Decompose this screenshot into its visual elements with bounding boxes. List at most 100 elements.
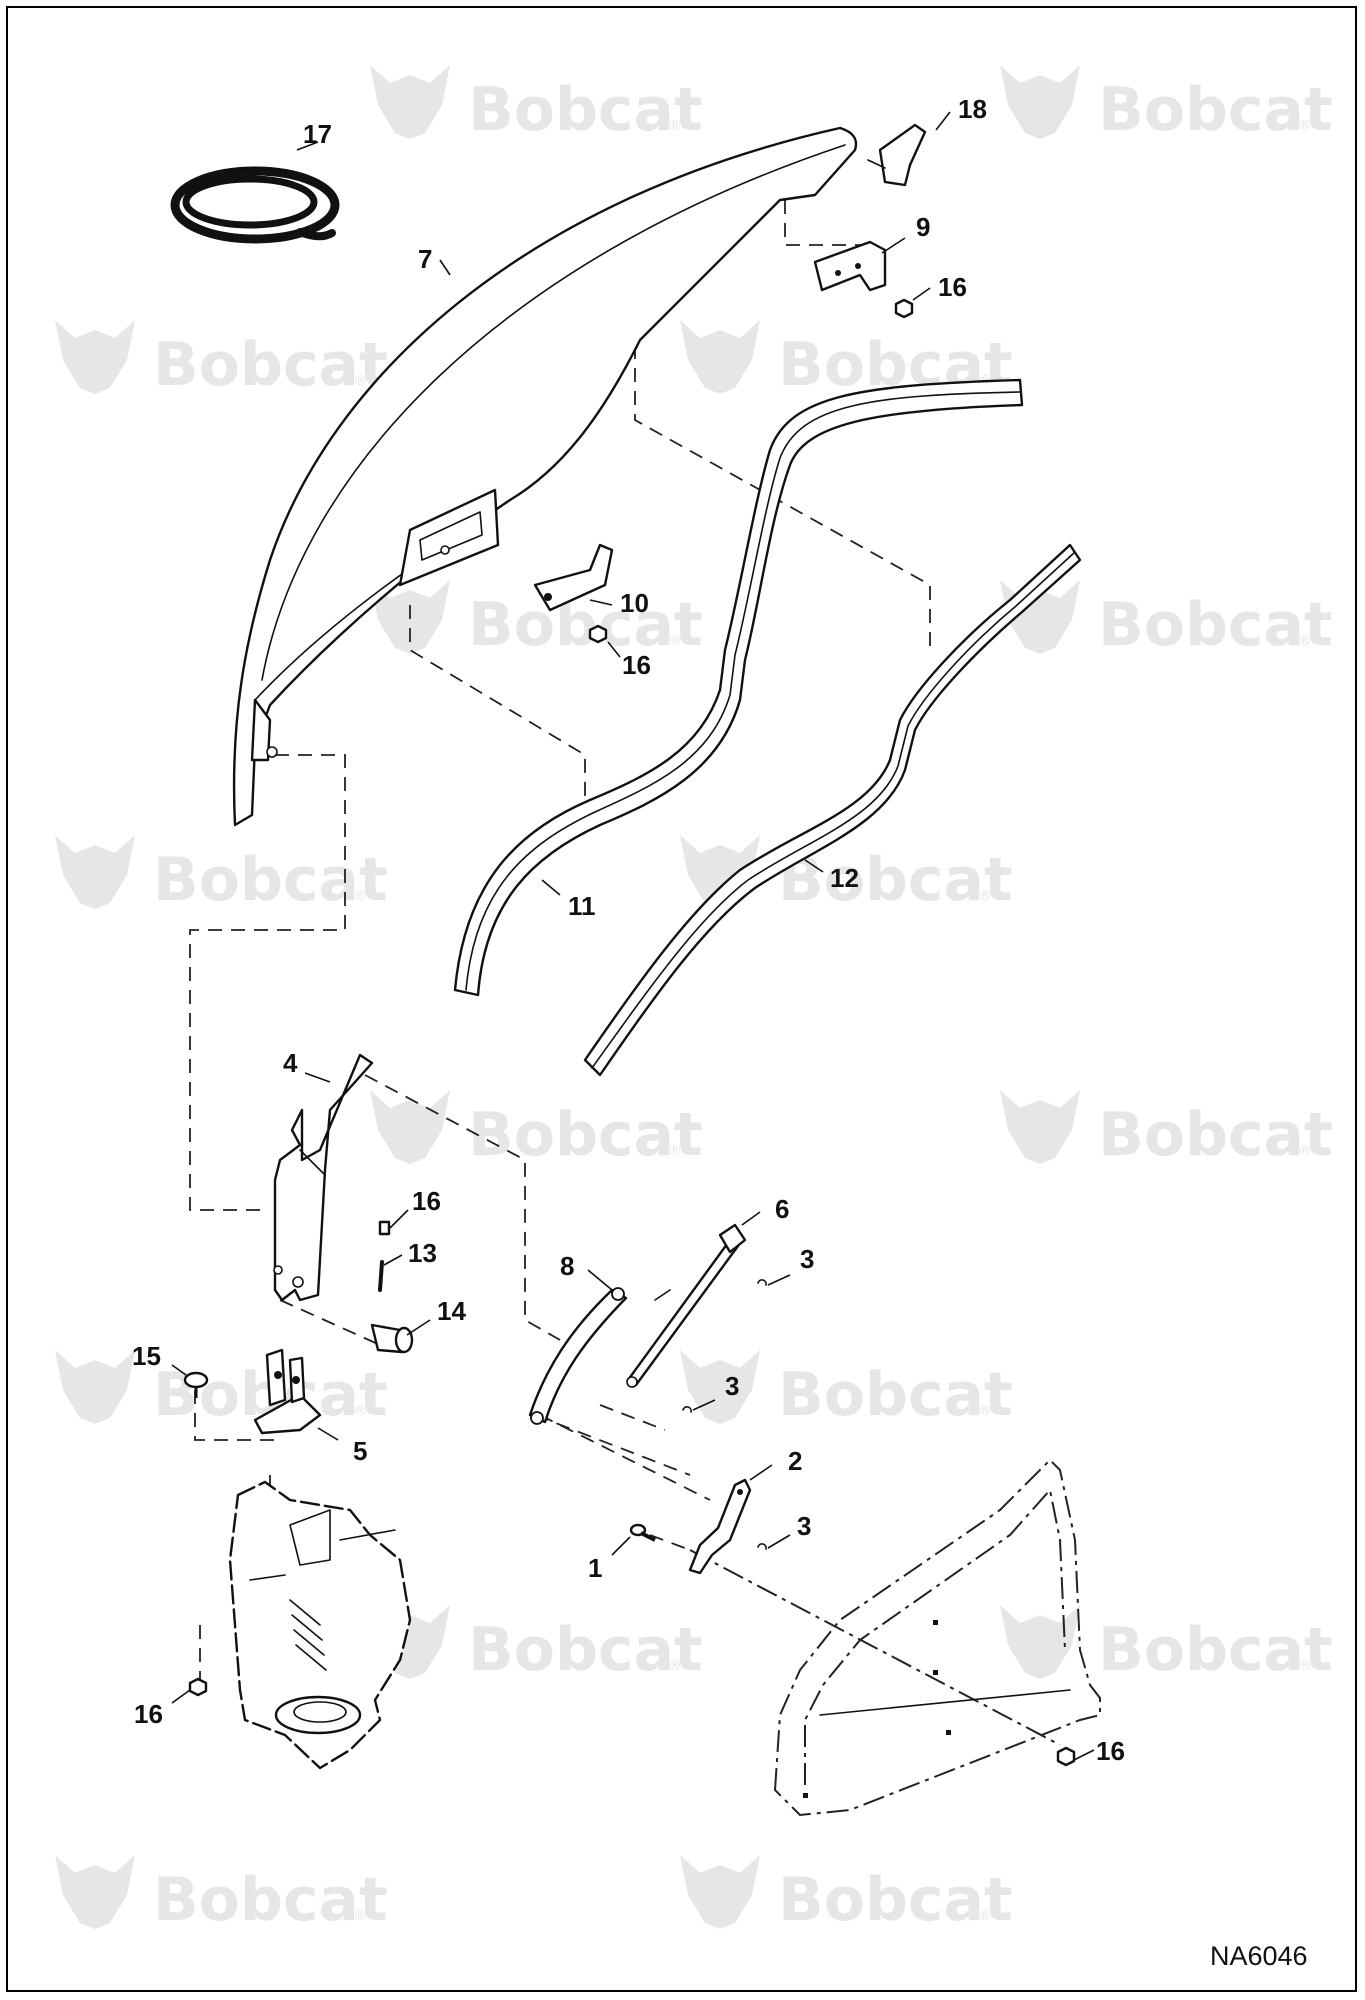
gas-strut-part-6 — [626, 1223, 747, 1388]
callout-11: 11 — [568, 891, 596, 921]
callout-layer: 1 2 3 3 3 4 5 6 7 8 9 10 11 12 13 14 15 … — [132, 94, 1125, 1766]
callout-17: 17 — [303, 119, 332, 149]
watermark-text: Bobcat — [468, 75, 703, 145]
callout-12: 12 — [830, 863, 859, 893]
registered-mark: ® — [978, 888, 992, 904]
registered-mark: ® — [1298, 118, 1312, 134]
bobcat-watermark: Bobcat® — [55, 1855, 388, 1935]
registered-mark: ® — [353, 888, 367, 904]
hinge-base-part-5 — [253, 1348, 322, 1435]
bobcat-logo-icon — [55, 320, 135, 394]
callout-16d: 16 — [134, 1699, 163, 1729]
callout-13: 13 — [408, 1238, 437, 1268]
bobcat-watermark: Bobcat® — [370, 65, 703, 145]
bobcat-logo-icon — [55, 835, 135, 909]
watermark-text: Bobcat — [778, 1865, 1013, 1935]
watermark-text: Bobcat — [468, 1615, 703, 1685]
registered-mark: ® — [1298, 1143, 1312, 1159]
bobcat-watermark: Bobcat® — [55, 1350, 388, 1430]
clip-part-3-middle — [682, 1406, 692, 1413]
bobcat-logo-icon — [55, 1855, 135, 1929]
bobcat-watermark: Bobcat® — [1000, 1605, 1333, 1685]
registered-mark: ® — [978, 1403, 992, 1419]
callout-1: 1 — [588, 1553, 602, 1583]
bobcat-logo-icon — [680, 1350, 760, 1424]
bobcat-watermark: Bobcat® — [55, 835, 388, 915]
callout-16c: 16 — [412, 1186, 441, 1216]
hinge-arm-part-4 — [273, 1053, 374, 1302]
registered-mark: ® — [668, 118, 682, 134]
callout-6: 6 — [775, 1194, 789, 1224]
registered-mark: ® — [1298, 1658, 1312, 1674]
diagram-frame — [6, 6, 1357, 1992]
nut-part-16-hinge — [378, 1220, 391, 1236]
bushing-part-14 — [370, 1323, 414, 1354]
watermark-text: Bobcat — [153, 330, 388, 400]
bobcat-logo-icon — [55, 1350, 135, 1424]
bobcat-logo-icon — [1000, 1090, 1080, 1164]
registered-mark: ® — [1298, 633, 1312, 649]
seal-coil-part-17 — [170, 166, 340, 244]
callout-8: 8 — [560, 1251, 574, 1281]
callout-7: 7 — [418, 244, 432, 274]
bobcat-logo-icon — [370, 1090, 450, 1164]
watermark-text: Bobcat — [468, 1100, 703, 1170]
nut-part-16-middle — [588, 624, 608, 644]
bobcat-watermark: Bobcat® — [680, 1855, 1013, 1935]
bumper-part-18 — [867, 123, 927, 187]
watermark-text: Bobcat — [468, 590, 703, 660]
bolt-part-15 — [183, 1371, 209, 1398]
registered-mark: ® — [668, 1658, 682, 1674]
bracket-part-10 — [533, 543, 614, 612]
callout-3c: 3 — [797, 1511, 811, 1541]
bolt-part-1 — [629, 1523, 656, 1542]
watermark-layer: Bobcat®Bobcat®Bobcat®Bobcat®Bobcat®Bobca… — [55, 65, 1333, 1935]
callout-16e: 16 — [1096, 1736, 1125, 1766]
callout-4: 4 — [283, 1048, 298, 1078]
bobcat-logo-icon — [1000, 1605, 1080, 1679]
bobcat-logo-icon — [1000, 65, 1080, 139]
callout-16b: 16 — [622, 650, 651, 680]
watermark-text: Bobcat — [153, 1865, 388, 1935]
registered-mark: ® — [353, 373, 367, 389]
registered-mark: ® — [353, 1908, 367, 1924]
registered-mark: ® — [978, 1908, 992, 1924]
callout-5: 5 — [353, 1436, 367, 1466]
mounting-structure — [228, 1480, 412, 1770]
registered-mark: ® — [668, 1143, 682, 1159]
callout-16a: 16 — [938, 272, 967, 302]
watermark-text: Bobcat — [1098, 590, 1333, 660]
nut-part-16-top — [894, 298, 914, 319]
watermark-text: Bobcat — [778, 1360, 1013, 1430]
callout-10: 10 — [620, 588, 649, 618]
nut-part-16-right — [1056, 1746, 1076, 1767]
watermark-text: Bobcat — [1098, 75, 1333, 145]
callout-9: 9 — [916, 212, 930, 242]
callout-3a: 3 — [800, 1244, 814, 1274]
bobcat-watermark: Bobcat® — [1000, 580, 1333, 660]
bracket-part-2 — [688, 1478, 752, 1575]
figure-id: NA6046 — [1210, 1941, 1308, 1971]
registered-mark: ® — [353, 1403, 367, 1419]
watermark-text: Bobcat — [778, 845, 1013, 915]
nut-part-16-left — [188, 1677, 208, 1697]
registered-mark: ® — [668, 633, 682, 649]
bobcat-watermark: Bobcat® — [55, 320, 388, 400]
callout-3b: 3 — [725, 1371, 739, 1401]
leader-lines — [171, 111, 1095, 1761]
cover-panel-part-7 — [232, 126, 858, 827]
bobcat-watermark: Bobcat® — [370, 1090, 703, 1170]
watermark-text: Bobcat — [153, 845, 388, 915]
bobcat-watermark: Bobcat® — [1000, 65, 1333, 145]
callout-14: 14 — [437, 1296, 466, 1326]
bobcat-watermark: Bobcat® — [370, 1605, 703, 1685]
bobcat-watermark: Bobcat® — [370, 580, 703, 660]
watermark-text: Bobcat — [1098, 1615, 1333, 1685]
seal-strip-part-11 — [453, 378, 1024, 997]
bracket-part-9 — [813, 240, 887, 292]
bobcat-watermark: Bobcat® — [680, 835, 1013, 915]
clip-part-3-top — [757, 1279, 767, 1286]
callout-15: 15 — [132, 1341, 161, 1371]
watermark-text: Bobcat — [1098, 1100, 1333, 1170]
